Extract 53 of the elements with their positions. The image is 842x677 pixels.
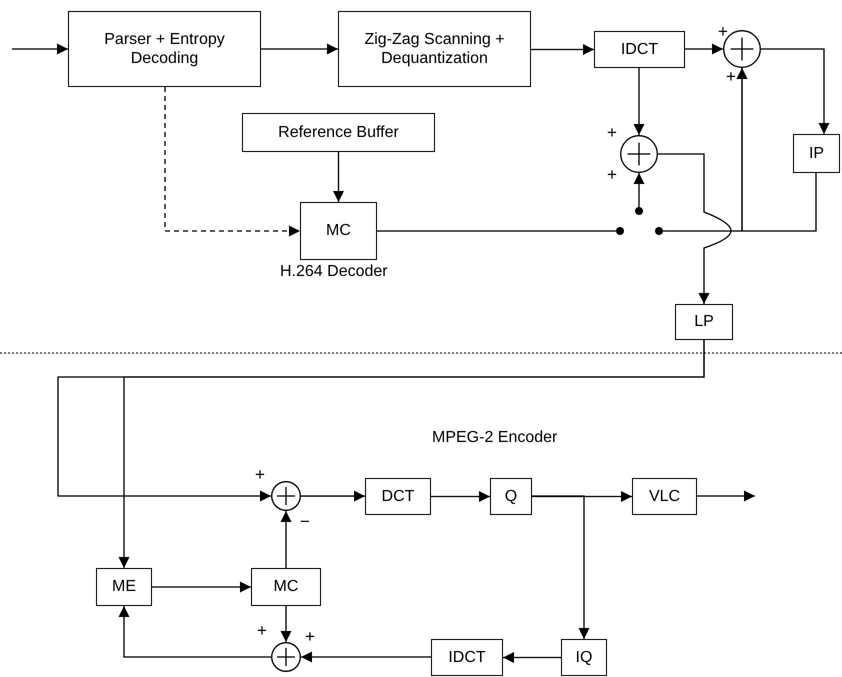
switch-contact [655, 227, 663, 235]
arrow [634, 68, 644, 135]
arrow [634, 173, 644, 207]
sign-label: + [305, 628, 315, 645]
arrow [532, 495, 590, 639]
arrow [280, 511, 292, 568]
arrow [152, 582, 251, 592]
arrow [118, 340, 705, 568]
sign-label: − [300, 513, 310, 530]
process-box: MC [300, 202, 377, 260]
arrow [685, 44, 723, 54]
summing-junction [620, 135, 658, 173]
arrow [301, 490, 365, 502]
process-box: IQ [561, 639, 607, 676]
switch-contact [635, 207, 643, 215]
arrow [12, 44, 68, 54]
process-box: LP [675, 304, 733, 340]
sign-label: + [726, 68, 736, 85]
summing-junction [271, 642, 301, 672]
process-box: IP [793, 134, 840, 173]
arrow [261, 44, 338, 54]
arrow [761, 48, 830, 134]
arrow [333, 152, 344, 202]
sign-label: + [257, 622, 267, 639]
arrow [658, 153, 732, 304]
sign-label: + [607, 166, 617, 183]
arrow [118, 606, 271, 658]
process-box: Parser + Entropy Decoding [68, 11, 261, 87]
process-box: ME [96, 568, 152, 606]
switch-contact [616, 227, 624, 235]
arrow [532, 491, 632, 502]
arrow [164, 87, 300, 236]
arrow [531, 44, 594, 55]
sign-label: + [718, 23, 728, 40]
arrow [280, 606, 292, 642]
section-label: MPEG-2 Encoder [432, 430, 558, 446]
process-box: DCT [365, 478, 431, 515]
arrow [736, 68, 817, 232]
section-label: H.264 Decoder [280, 264, 388, 280]
sign-label: + [255, 466, 265, 483]
process-box: Reference Buffer [242, 113, 435, 152]
process-box: Q [490, 478, 532, 515]
process-box: VLC [632, 478, 697, 515]
sign-label: + [607, 124, 617, 141]
process-box: IDCT [594, 31, 685, 68]
process-box: Zig-Zag Scanning + Dequantization [338, 11, 531, 87]
arrow [301, 652, 431, 662]
process-box: IDCT [431, 639, 503, 676]
arrow [503, 652, 561, 663]
summing-junction [271, 481, 301, 511]
arrow [431, 491, 490, 502]
arrow [697, 490, 755, 502]
process-box: MC [251, 568, 321, 606]
